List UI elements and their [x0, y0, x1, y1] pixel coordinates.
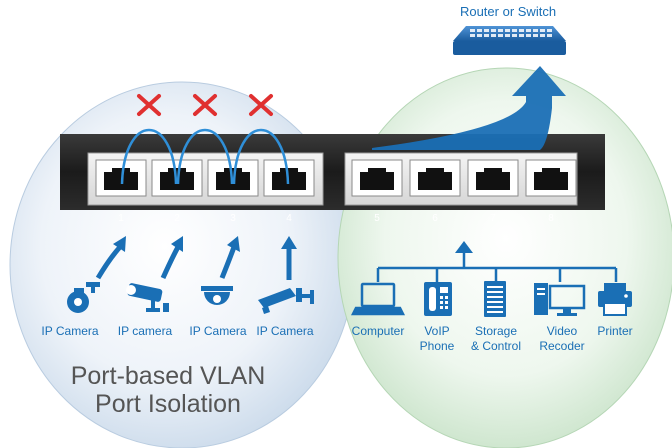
video-recorder-icon	[534, 283, 586, 316]
switch-port-6: 6	[409, 159, 461, 224]
device-label: Storage	[475, 324, 517, 338]
router-icon	[453, 26, 566, 55]
ip-camera-bullet-icon	[126, 283, 169, 312]
switch-ports: 1 2 3 4 5 6 7 8	[95, 159, 577, 224]
blocked-x-icon	[249, 94, 273, 116]
port-number: 6	[432, 213, 438, 224]
port-number: 3	[230, 213, 236, 224]
device-label: Video	[547, 324, 578, 338]
isolation-loops	[120, 94, 290, 185]
computer-icon	[350, 282, 406, 316]
switch-port-8: 8	[525, 159, 577, 224]
device-label: Recoder	[539, 339, 584, 353]
ip-camera-dome-icon	[67, 282, 100, 313]
ip-camera-ceiling-icon	[201, 286, 233, 305]
port-number: 7	[490, 213, 496, 224]
port-number: 5	[374, 213, 380, 224]
blocked-x-icon	[193, 94, 217, 116]
device-label: IP camera	[118, 324, 173, 338]
device-label: VoIP	[424, 324, 449, 338]
port-number: 1	[118, 213, 124, 224]
port-number: 2	[174, 213, 180, 224]
blocked-x-icon	[137, 94, 161, 116]
storage-icon	[484, 281, 506, 317]
printer-icon	[598, 283, 632, 316]
device-label: & Control	[471, 339, 521, 353]
device-label: Printer	[597, 324, 632, 338]
port-number: 8	[548, 213, 554, 224]
uplink-arrow	[372, 66, 566, 150]
router-label: Router or Switch	[460, 4, 556, 19]
caption-line-2: Port Isolation	[95, 390, 241, 418]
switch-port-5: 5	[351, 159, 403, 224]
voip-phone-icon	[424, 282, 452, 316]
device-label: IP Camera	[41, 324, 98, 338]
switch-port-3: 3	[207, 159, 259, 224]
ip-camera-box-icon	[258, 288, 314, 314]
device-label: Phone	[420, 339, 455, 353]
camera-arrows	[95, 236, 297, 280]
device-label: Computer	[352, 324, 405, 338]
port-number: 4	[286, 213, 292, 224]
caption-line-1: Port-based VLAN	[71, 362, 266, 390]
device-label: IP Camera	[189, 324, 246, 338]
device-tree	[376, 252, 618, 282]
device-label: IP Camera	[256, 324, 313, 338]
tree-arrow-head	[455, 241, 473, 253]
switch-port-7: 7	[467, 159, 519, 224]
